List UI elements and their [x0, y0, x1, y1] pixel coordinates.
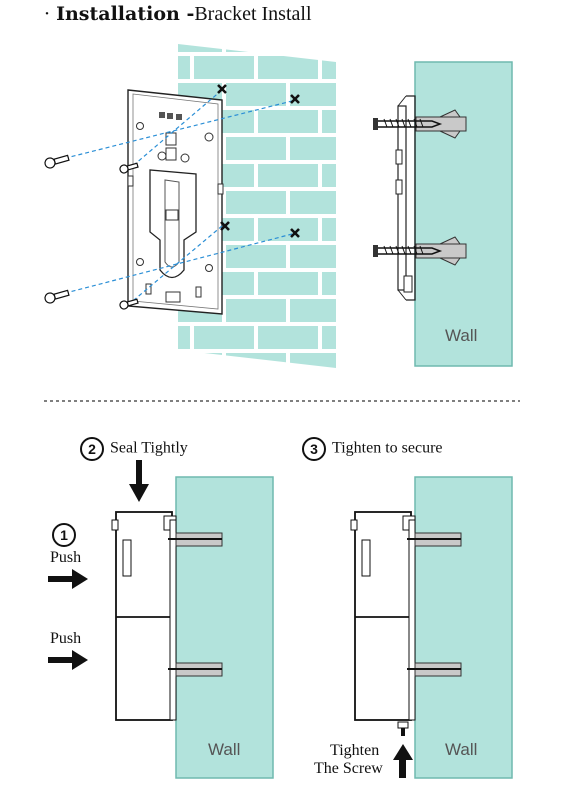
step-3-number: 3	[302, 437, 326, 461]
tighten-label: Tighten	[330, 742, 380, 759]
step-2-label: 2 Seal Tightly	[80, 437, 188, 461]
page-title: · Installation -Bracket Install	[44, 3, 312, 25]
screw-guide-lines	[57, 89, 297, 306]
tighten-up-arrow	[393, 721, 413, 778]
seal-down-arrow	[129, 460, 149, 502]
push-arrow-bottom	[48, 650, 88, 670]
screw-icons-left	[44, 154, 139, 310]
bottom-right-wall-label: Wall	[445, 740, 478, 759]
bottom-right-anchors	[407, 532, 462, 677]
bottom-left-wall-label: Wall	[208, 740, 241, 759]
title-subtitle: Bracket Install	[194, 3, 312, 25]
step-1-number: 1	[52, 523, 76, 547]
bottom-right-wall	[414, 476, 513, 779]
step-2-number: 2	[80, 437, 104, 461]
wall-anchor-screw-top	[373, 109, 467, 139]
title-bold: Installation	[56, 3, 180, 25]
top-wall-label: Wall	[445, 326, 478, 345]
bottom-right-doorbell	[350, 511, 416, 721]
step-3-text: Tighten to secure	[332, 439, 443, 457]
step-1-number-wrap: 1	[52, 523, 82, 547]
bottom-left-anchors	[168, 532, 223, 677]
step-2-text: Seal Tightly	[110, 439, 188, 457]
push-label-1: Push	[50, 549, 82, 566]
bottom-left-wall	[175, 476, 274, 779]
title-sep: -	[186, 3, 195, 25]
bracket-plate	[127, 89, 224, 315]
push-label-2: Push	[50, 630, 82, 647]
top-wall-section	[395, 61, 513, 367]
push-arrow-top	[48, 569, 88, 589]
step-3-label: 3 Tighten to secure	[302, 437, 443, 461]
screw-label: The Screw	[314, 760, 383, 777]
drill-marks	[217, 84, 300, 238]
bottom-left-doorbell	[111, 511, 177, 721]
wall-anchor-screw-bottom	[373, 236, 467, 266]
